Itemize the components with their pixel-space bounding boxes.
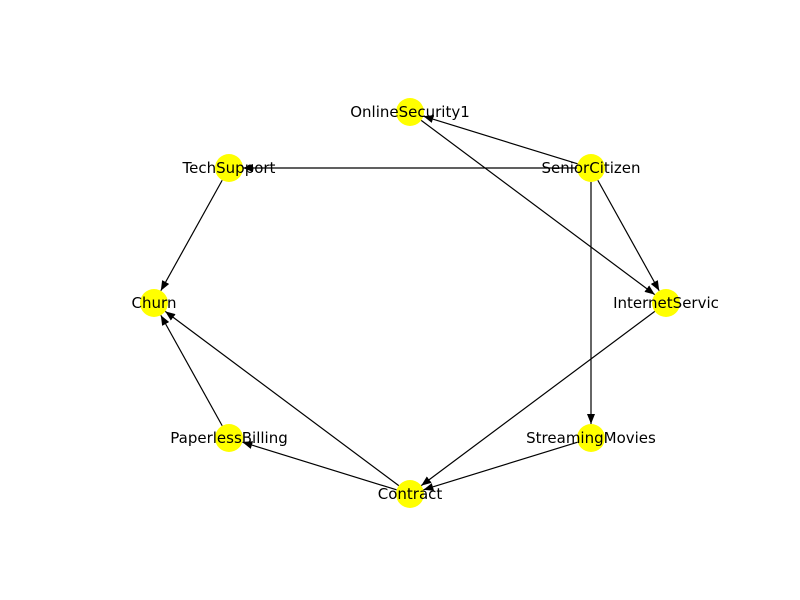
node-techsupport: TechSupport (182, 154, 276, 182)
edge-seniorcitizen-to-internetservic (597, 179, 660, 292)
node-circle (215, 424, 243, 452)
node-circle (396, 98, 424, 126)
node-paperlessbilling: PaperlessBilling (170, 424, 288, 452)
node-label: PaperlessBilling (170, 429, 288, 447)
node-internetservic: InternetServic (613, 289, 719, 317)
edge-onlinesecurity1-to-internetservic (420, 119, 656, 296)
node-circle (215, 154, 243, 182)
edge-streamingmovies-to-contract (423, 441, 578, 491)
node-label: OnlineSecurity1 (350, 103, 470, 121)
node-label: Contract (378, 485, 443, 503)
node-circle (577, 424, 605, 452)
edge-internetservic-to-contract (420, 310, 656, 487)
node-circle (652, 289, 680, 317)
node-label: Churn (132, 294, 177, 312)
edge-seniorcitizen-to-onlinesecurity1 (423, 115, 578, 165)
edge-contract-to-paperlessbilling (242, 441, 397, 491)
node-label: TechSupport (182, 159, 276, 177)
node-label: InternetServic (613, 294, 719, 312)
edge-techsupport-to-churn (160, 179, 223, 292)
node-label: StreamingMovies (526, 429, 656, 447)
node-seniorcitizen: SeniorCitizen (541, 154, 641, 182)
edge-contract-to-churn (164, 310, 400, 487)
node-onlinesecurity1: OnlineSecurity1 (350, 98, 470, 126)
node-streamingmovies: StreamingMovies (526, 424, 656, 452)
edge-paperlessbilling-to-churn (160, 314, 223, 427)
node-circle (577, 154, 605, 182)
node-label: SeniorCitizen (541, 159, 640, 177)
node-circle (396, 480, 424, 508)
node-churn: Churn (132, 289, 177, 317)
edges-layer (160, 115, 660, 491)
node-circle (140, 289, 168, 317)
node-contract: Contract (378, 480, 443, 508)
